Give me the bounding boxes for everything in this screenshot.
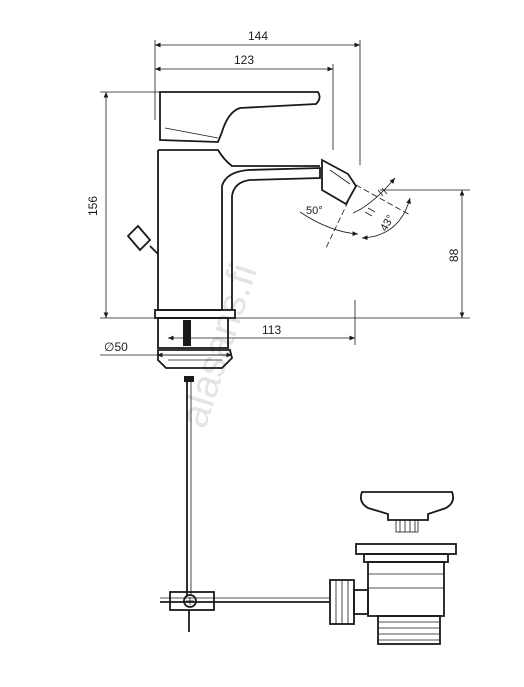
dimension-lines	[100, 40, 470, 358]
dimension-nozzle-height: 88	[447, 248, 461, 262]
angle-tilt-label: 50°	[306, 205, 323, 217]
dimension-spout-reach: 123	[234, 53, 254, 67]
pull-rod	[160, 376, 330, 632]
dimension-height: 156	[86, 196, 100, 216]
pop-up-waste	[329, 491, 457, 645]
angle-arcs	[299, 177, 411, 241]
faucet-body	[126, 91, 358, 369]
dimension-overall-width: 144	[248, 29, 268, 43]
dimension-base-diameter: ∅50	[104, 340, 128, 354]
dimension-nozzle-offset: 113	[262, 323, 281, 337]
angle-swivel-label: 43°	[378, 213, 397, 233]
